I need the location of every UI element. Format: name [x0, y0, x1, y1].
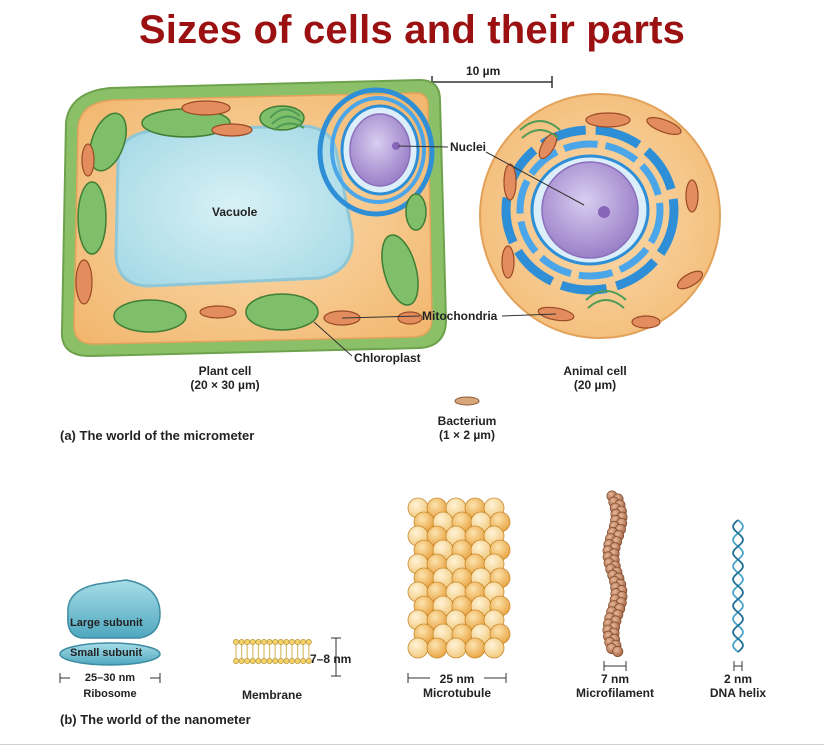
animal-cell-label: Animal cell [563, 364, 627, 378]
microtubule-label: Microtubule [423, 686, 491, 700]
dna-size: 2 nm [723, 672, 752, 686]
plant-cell-size: (20 × 30 µm) [190, 378, 260, 392]
microfilament-label: Microfilament [575, 686, 654, 700]
bottom-divider [0, 744, 824, 745]
plant-cell [60, 78, 448, 358]
nuclei-label: Nuclei [450, 140, 487, 154]
microfilament-size: 7 nm [600, 672, 629, 686]
panel-b-label: (b) The world of the nanometer [60, 712, 251, 727]
animal-cell [479, 93, 721, 339]
microfilament [602, 490, 628, 657]
bacterium-size: (1 × 2 µm) [439, 428, 495, 442]
animal-cell-size: (20 µm) [573, 378, 617, 392]
leader-lines [313, 145, 585, 357]
chloroplasts [77, 105, 427, 333]
membrane [233, 637, 341, 677]
mitochondria [75, 100, 423, 326]
microtubule [407, 497, 511, 659]
dna-helix [732, 519, 744, 653]
scale-bar-label: 10 µm [466, 64, 501, 78]
bacterium-label: Bacterium [437, 414, 497, 428]
ribosome-label: Ribosome [83, 688, 137, 700]
mitochondria-label: Mitochondria [422, 309, 498, 323]
vacuole-label: Vacuole [212, 205, 258, 219]
bacterium [454, 396, 480, 406]
plant-golgi [269, 108, 305, 131]
panel-a-label: (a) The world of the micrometer [60, 428, 255, 443]
microtubule-size: 25 nm [430, 672, 484, 686]
plant-nucleus [317, 87, 435, 217]
animal-mitochondria [501, 112, 704, 329]
ribosome [59, 579, 161, 683]
animal-golgi [519, 120, 627, 309]
plant-cell-label: Plant cell [198, 364, 252, 378]
small-subunit-label: Small subunit [70, 647, 143, 659]
membrane-label: Membrane [241, 688, 303, 702]
chloroplast-label: Chloroplast [354, 351, 421, 365]
membrane-size: 7–8 nm [310, 652, 352, 666]
large-subunit-label: Large subunit [70, 617, 143, 629]
ribosome-size: 25–30 nm [70, 672, 150, 684]
vacuole [114, 124, 354, 288]
page-title: Sizes of cells and their parts [138, 8, 686, 52]
dna-label: DNA helix [709, 686, 767, 700]
